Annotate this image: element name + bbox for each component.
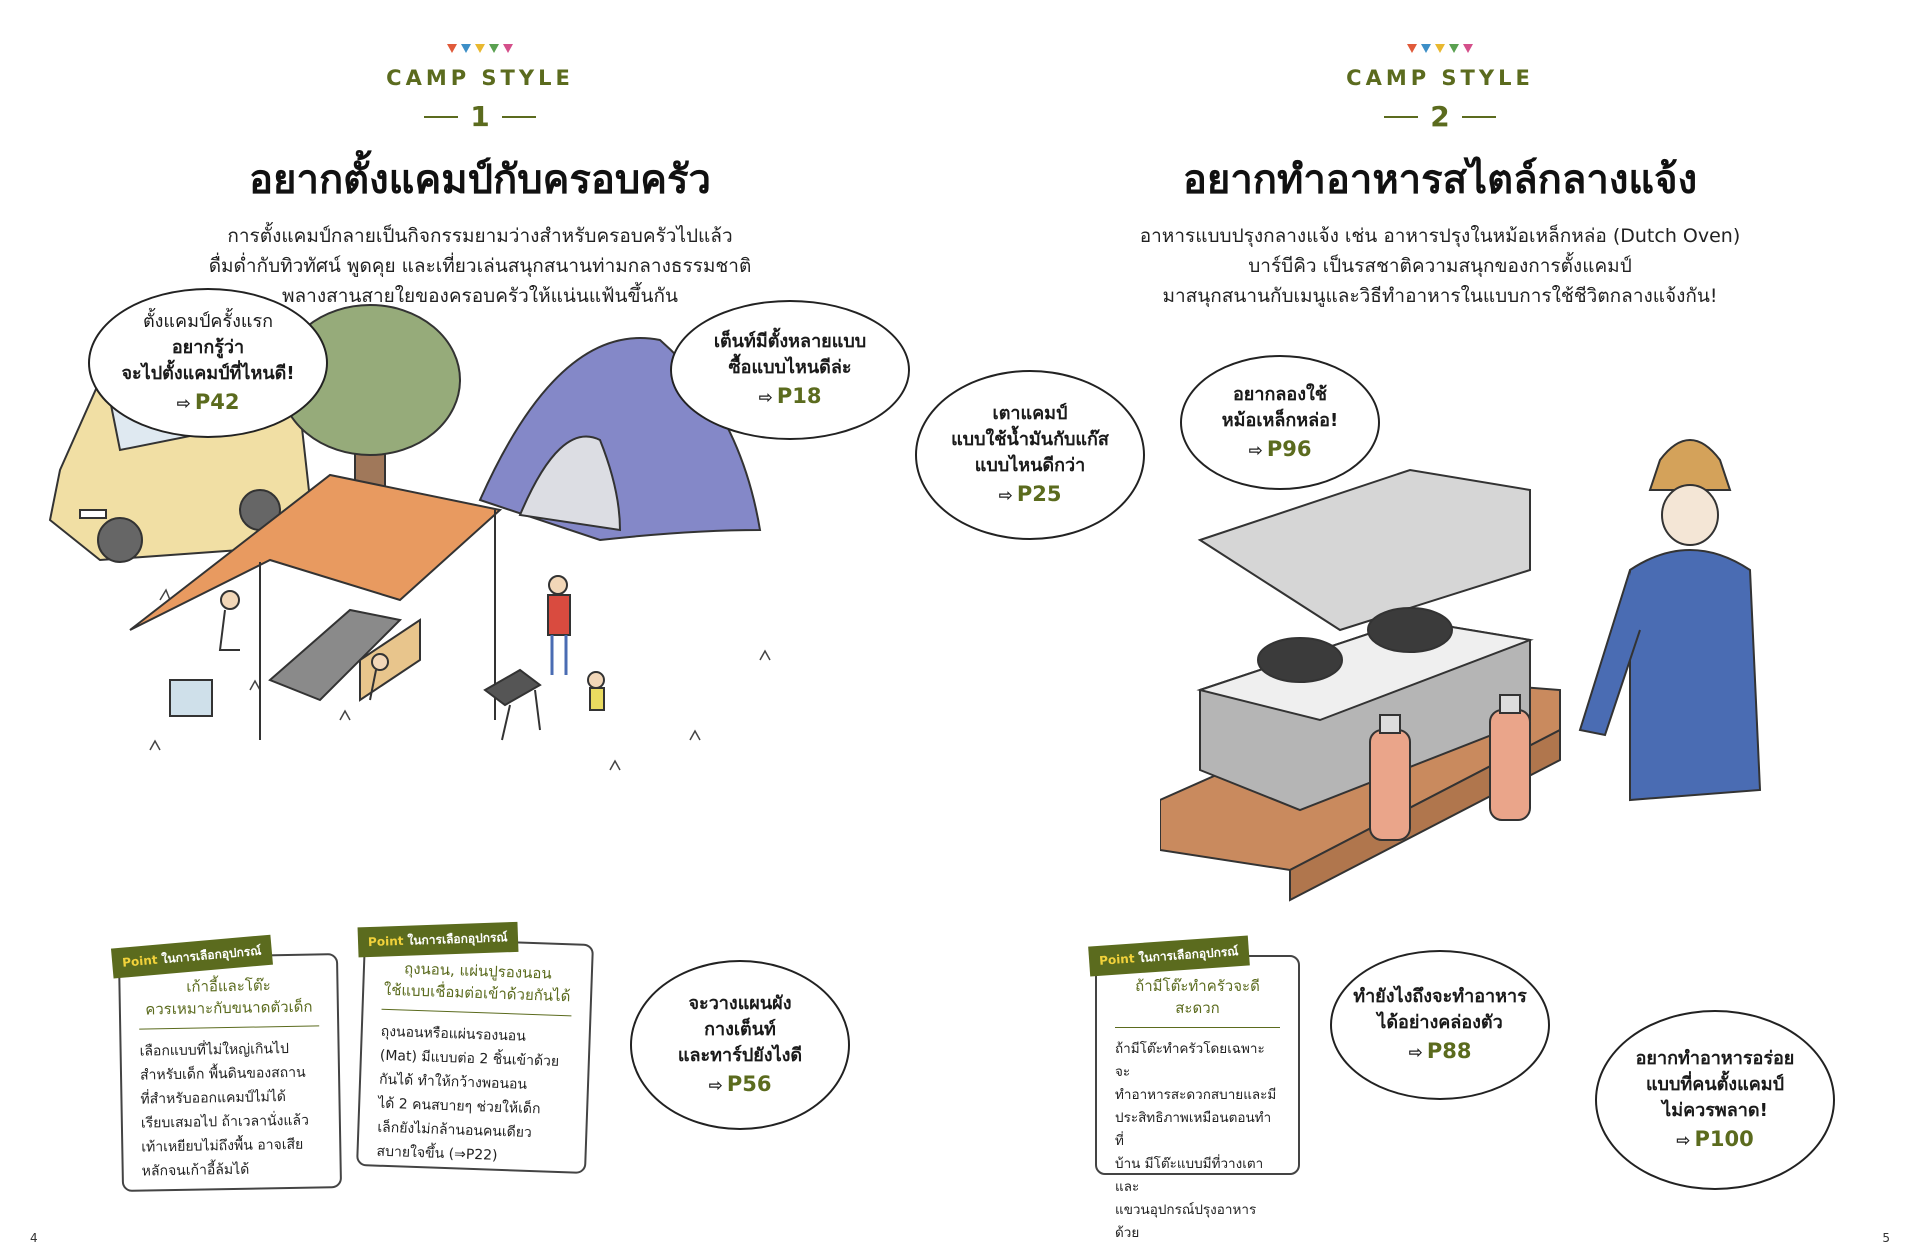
page-ref: ⇨P18 xyxy=(758,384,822,408)
page-ref: ⇨P100 xyxy=(1676,1127,1754,1151)
page-title: อยากทำอาหารสไตล์กลางแจ้ง xyxy=(1182,157,1698,203)
grill-icon xyxy=(483,668,542,741)
camp-style-label: CAMP STYLE xyxy=(1346,66,1534,90)
intro-text: อาหารแบบปรุงกลางแจ้ง เช่น อาหารปรุงในหม้… xyxy=(1139,225,1741,307)
bunting-icon xyxy=(960,44,1920,58)
speech-bubble-dutch-oven: อยากลองใช้ หม้อเหล็กหล่อ! ⇨P96 xyxy=(1180,355,1380,490)
cooler-box-icon xyxy=(169,679,213,717)
speech-bubble-tent-types: เต็นท์มีตั้งหลายแบบ ซื้อแบบไหนดีล่ะ ⇨P18 xyxy=(670,300,910,440)
page-ref: ⇨P25 xyxy=(998,482,1062,506)
speech-bubble-tent-layout: จะวางแผนผัง กางเต็นท์ และทาร์ปยังไงดี ⇨P… xyxy=(630,960,850,1130)
intro-text: การตั้งแคมป์กลายเป็นกิจกรรมยามว่างสำหรับ… xyxy=(208,225,752,307)
page-ref: ⇨P42 xyxy=(176,390,240,414)
chef-person-icon xyxy=(1578,439,1762,802)
right-page: CAMP STYLE 2 อยากทำอาหารสไตล์กลางแจ้ง อา… xyxy=(915,0,1920,1257)
tree-icon xyxy=(279,304,461,541)
page-number: 5 xyxy=(1882,1231,1890,1245)
page-ref: ⇨P96 xyxy=(1248,436,1312,461)
camp-style-label: CAMP STYLE xyxy=(386,66,574,90)
page-number: 4 xyxy=(30,1231,38,1245)
section-number: 1 xyxy=(470,100,490,133)
camp-stove-icon xyxy=(1196,468,1534,812)
speech-bubble-stove-fuel: เตาแคมป์ แบบใช้น้ำมันกับแก๊ส แบบไหนดีกว่… xyxy=(915,370,1145,540)
page-title: อยากตั้งแคมป์กับครอบครัว xyxy=(249,157,711,203)
page-ref: ⇨P56 xyxy=(708,1072,772,1096)
speech-bubble-delicious-food: อยากทำอาหารอร่อย แบบที่คนตั้งแคมป์ ไม่คว… xyxy=(1595,1010,1835,1190)
section-number: 2 xyxy=(1430,100,1450,133)
gas-canister-icon xyxy=(1369,694,1531,841)
left-page: CAMP STYLE 1 อยากตั้งแคมป์กับครอบครัว กา… xyxy=(0,44,960,1245)
left-header: CAMP STYLE 1 อยากตั้งแคมป์กับครอบครัว กา… xyxy=(0,44,960,311)
right-header: CAMP STYLE 2 อยากทำอาหารสไตล์กลางแจ้ง อา… xyxy=(960,44,1920,311)
page-ref: ⇨P88 xyxy=(1408,1039,1472,1063)
bunting-icon xyxy=(0,44,960,58)
speech-bubble-efficient-cooking: ทำยังไงถึงจะทำอาหาร ได้อย่างคล่องตัว ⇨P8… xyxy=(1330,950,1550,1100)
speech-bubble-first-camp: ตั้งแคมป์ครั้งแรก อยากรู้ว่า จะไปตั้งแคม… xyxy=(88,288,328,438)
camp-cooking-illustration xyxy=(1160,439,1762,902)
